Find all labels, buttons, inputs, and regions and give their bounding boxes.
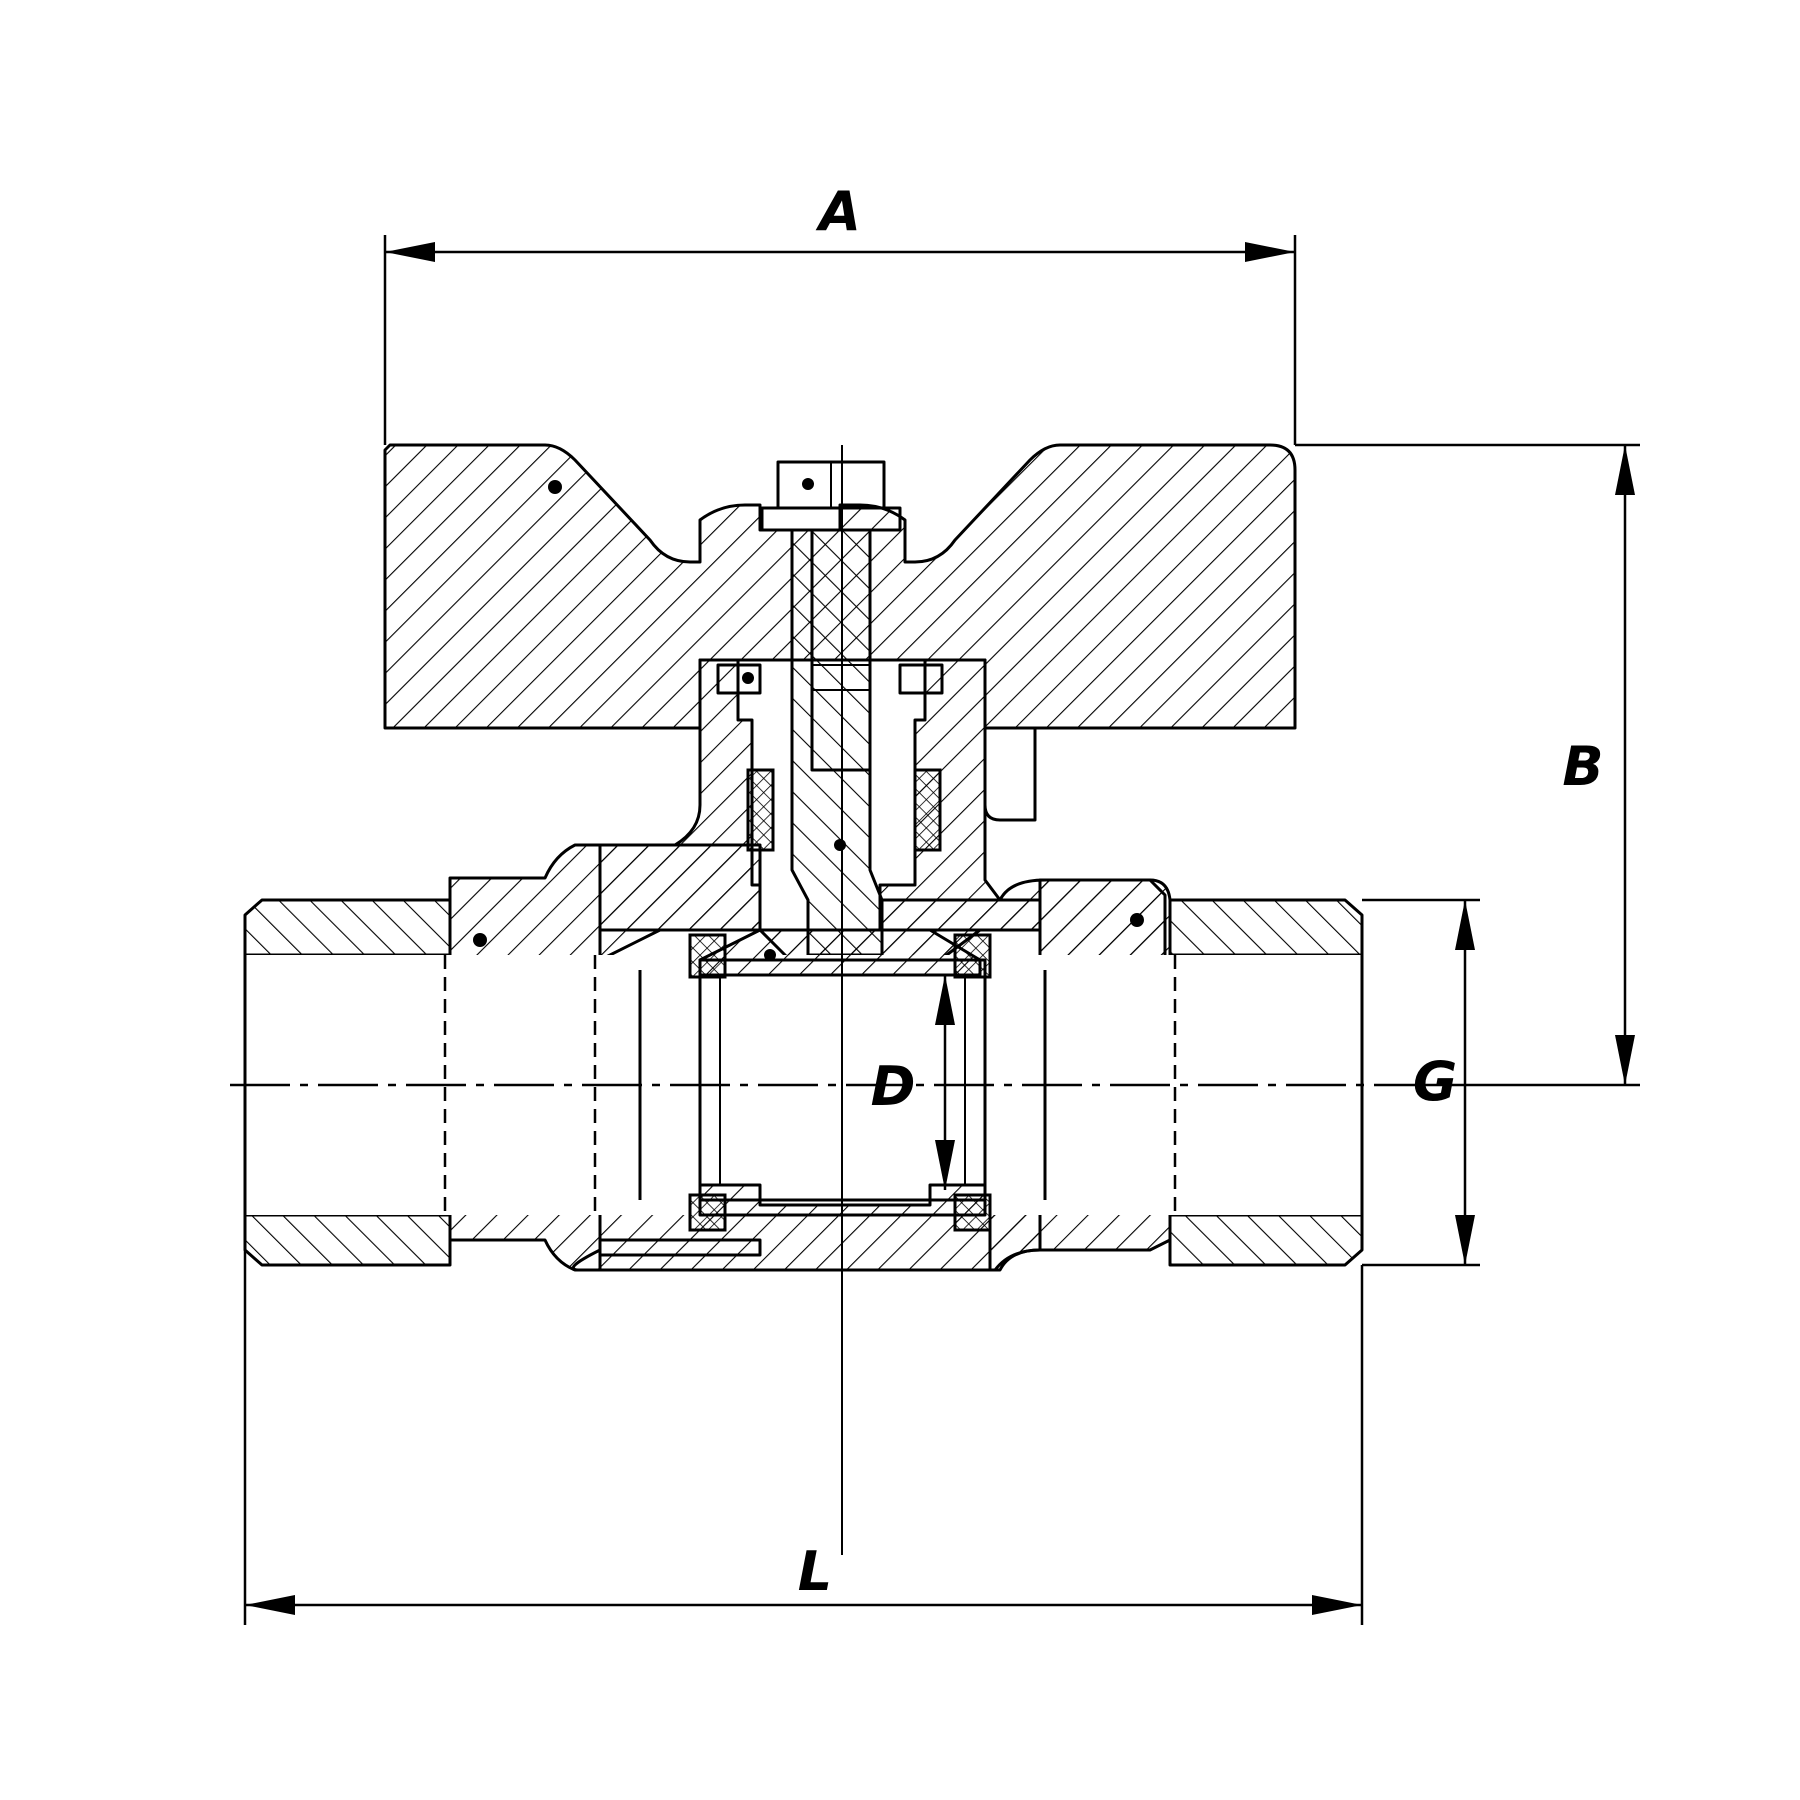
left-thread-upper — [243, 898, 452, 957]
stem-marker-dot — [834, 839, 846, 851]
dimension-a: A — [383, 180, 1297, 445]
left-nut-marker-dot — [473, 933, 487, 947]
dimension-l: L — [243, 1215, 1364, 1625]
dim-label-b: B — [1562, 735, 1603, 798]
dimension-b: B — [1295, 443, 1640, 1087]
seat-ring-lower-left — [688, 1193, 727, 1232]
stem-nut — [760, 460, 902, 532]
ball-marker-dot — [764, 949, 776, 961]
valve-stem — [790, 528, 884, 957]
right-thread-upper — [1168, 898, 1364, 957]
seat-ring-lower-right — [953, 1193, 992, 1232]
dim-label-l: L — [798, 1540, 832, 1603]
seat-ring-upper-right — [953, 933, 992, 979]
dimension-d: D — [871, 975, 955, 1190]
stem-packing-right — [913, 768, 942, 852]
nut-marker-dot — [802, 478, 814, 490]
dim-label-d: D — [871, 1055, 916, 1118]
right-body-marker-dot — [1130, 913, 1144, 927]
dim-label-g: G — [1413, 1050, 1457, 1113]
left-thread-lower — [243, 1213, 452, 1267]
dimension-g: G — [1362, 898, 1480, 1267]
bonnet-marker-dot — [742, 672, 754, 684]
dim-label-a: A — [815, 180, 861, 243]
handle-marker-dot — [548, 480, 562, 494]
seat-ring-upper-left — [688, 933, 727, 979]
stem-packing-left — [746, 768, 775, 852]
right-thread-lower — [1168, 1213, 1364, 1267]
